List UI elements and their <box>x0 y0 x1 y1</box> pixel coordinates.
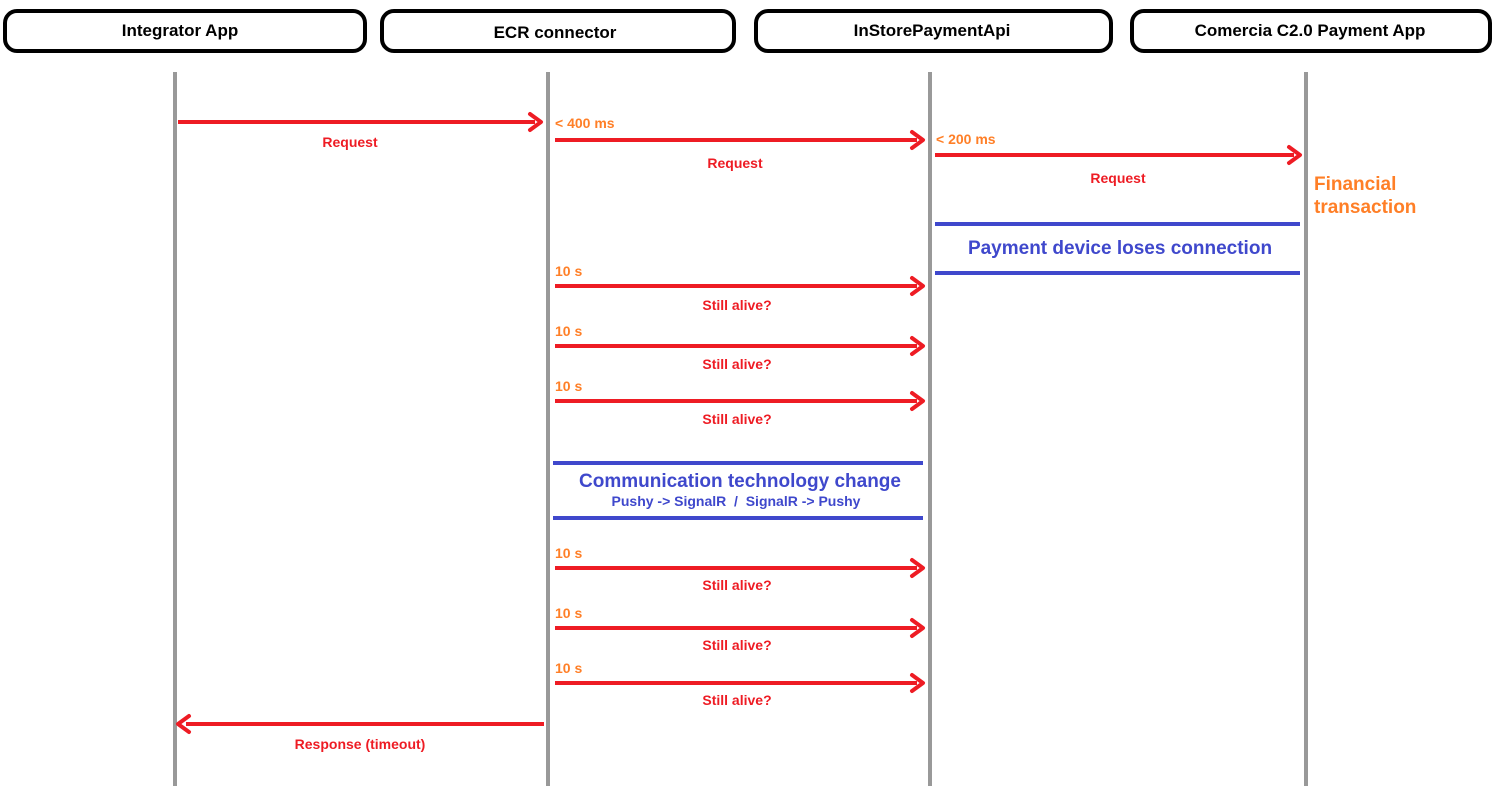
message-response-timeout: Response (timeout) <box>176 714 544 752</box>
message-still-alive-4: 10 s Still alive? <box>555 545 925 593</box>
note-financial-transaction: Financial transaction <box>1314 174 1416 218</box>
event-subtitle: Pushy -> SignalR / SignalR -> Pushy <box>612 493 861 509</box>
actor-ecr-connector: ECR connector <box>380 9 736 53</box>
actor-comercia-payment-app: Comercia C2.0 Payment App <box>1130 9 1492 53</box>
message-label: Request <box>322 134 378 150</box>
actor-label: InStorePaymentApi <box>854 21 1011 40</box>
note-line: transaction <box>1314 197 1416 218</box>
message-still-alive-2: 10 s Still alive? <box>555 323 925 372</box>
message-label: Still alive? <box>702 577 771 593</box>
actor-label: Comercia C2.0 Payment App <box>1195 21 1426 40</box>
actor-label: ECR connector <box>494 23 617 42</box>
message-label: Still alive? <box>702 297 771 313</box>
timing-label: < 200 ms <box>936 131 996 147</box>
message-request-3: < 200 ms Request <box>935 131 1302 186</box>
message-label: Response (timeout) <box>295 736 426 752</box>
message-still-alive-1: 10 s Still alive? <box>555 263 925 313</box>
timing-label: 10 s <box>555 605 582 621</box>
message-still-alive-6: 10 s Still alive? <box>555 660 925 708</box>
timing-label: 10 s <box>555 660 582 676</box>
event-communication-technology-change: Communication technology change Pushy ->… <box>553 461 923 520</box>
message-label: Still alive? <box>702 411 771 427</box>
timing-label: 10 s <box>555 323 582 339</box>
message-label: Still alive? <box>702 692 771 708</box>
event-title: Communication technology change <box>579 471 901 492</box>
message-still-alive-3: 10 s Still alive? <box>555 378 925 427</box>
note-line: Financial <box>1314 174 1396 195</box>
message-request-1: Request <box>178 112 543 150</box>
message-label: Still alive? <box>702 356 771 372</box>
actor-integrator-app: Integrator App <box>3 9 367 53</box>
message-label: Still alive? <box>702 637 771 653</box>
timing-label: < 400 ms <box>555 115 615 131</box>
timing-label: 10 s <box>555 545 582 561</box>
event-payment-device-loses-connection: Payment device loses connection <box>935 222 1300 275</box>
message-label: Request <box>707 155 763 171</box>
actor-label: Integrator App <box>122 21 238 40</box>
event-title: Payment device loses connection <box>968 238 1272 259</box>
timing-label: 10 s <box>555 263 582 279</box>
timing-label: 10 s <box>555 378 582 394</box>
message-still-alive-5: 10 s Still alive? <box>555 605 925 653</box>
message-label: Request <box>1090 170 1146 186</box>
actor-instorepaymentapi: InStorePaymentApi <box>754 9 1113 53</box>
message-request-2: < 400 ms Request <box>555 115 925 171</box>
